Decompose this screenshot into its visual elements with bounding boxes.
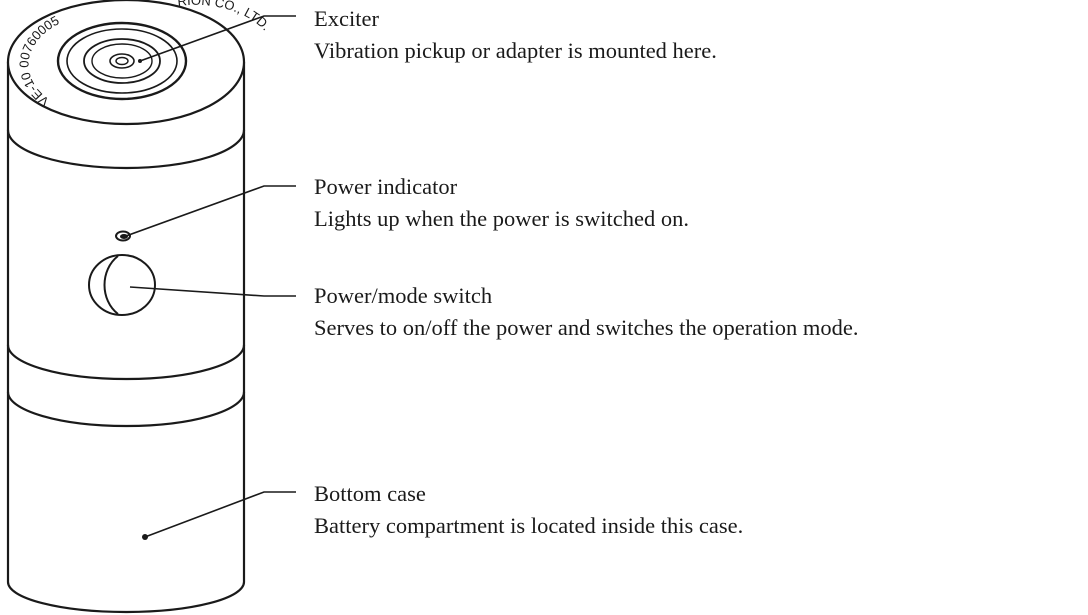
- leader-line-exciter: [139, 15, 296, 62]
- band-seam-upper-middle: [6, 343, 246, 381]
- callout-title: Power/mode switch: [314, 283, 493, 308]
- callout-title: Bottom case: [314, 481, 426, 506]
- callout-power-indicator: Power indicator Lights up when the power…: [314, 171, 689, 235]
- callout-exciter: Exciter Vibration pickup or adapter is m…: [314, 3, 717, 67]
- device-body-outline: [6, 60, 246, 614]
- leader-line-bottom-case: [144, 491, 296, 538]
- callout-power-mode-switch: Power/mode switch Serves to on/off the p…: [314, 280, 858, 344]
- bottom-case-marker: [142, 534, 148, 540]
- exciter-marker: [138, 59, 142, 63]
- callout-title: Exciter: [314, 6, 379, 31]
- leader-line-power-switch: [129, 286, 296, 297]
- band-seam-lower-middle: [6, 390, 246, 428]
- exciter-icon: [56, 21, 188, 101]
- callout-description: Vibration pickup or adapter is mounted h…: [314, 38, 717, 63]
- callout-title: Power indicator: [314, 174, 458, 199]
- callout-description: Lights up when the power is switched on.: [314, 206, 689, 231]
- top-cap: [6, 0, 246, 126]
- band-seam-top: [6, 128, 246, 170]
- callout-bottom-case: Bottom case Battery compartment is locat…: [314, 478, 743, 542]
- callout-description: Battery compartment is located inside th…: [314, 513, 744, 538]
- power-mode-switch-icon: [88, 254, 156, 316]
- leader-line-power-indicator: [125, 185, 296, 237]
- callout-description: Serves to on/off the power and switches …: [314, 315, 859, 340]
